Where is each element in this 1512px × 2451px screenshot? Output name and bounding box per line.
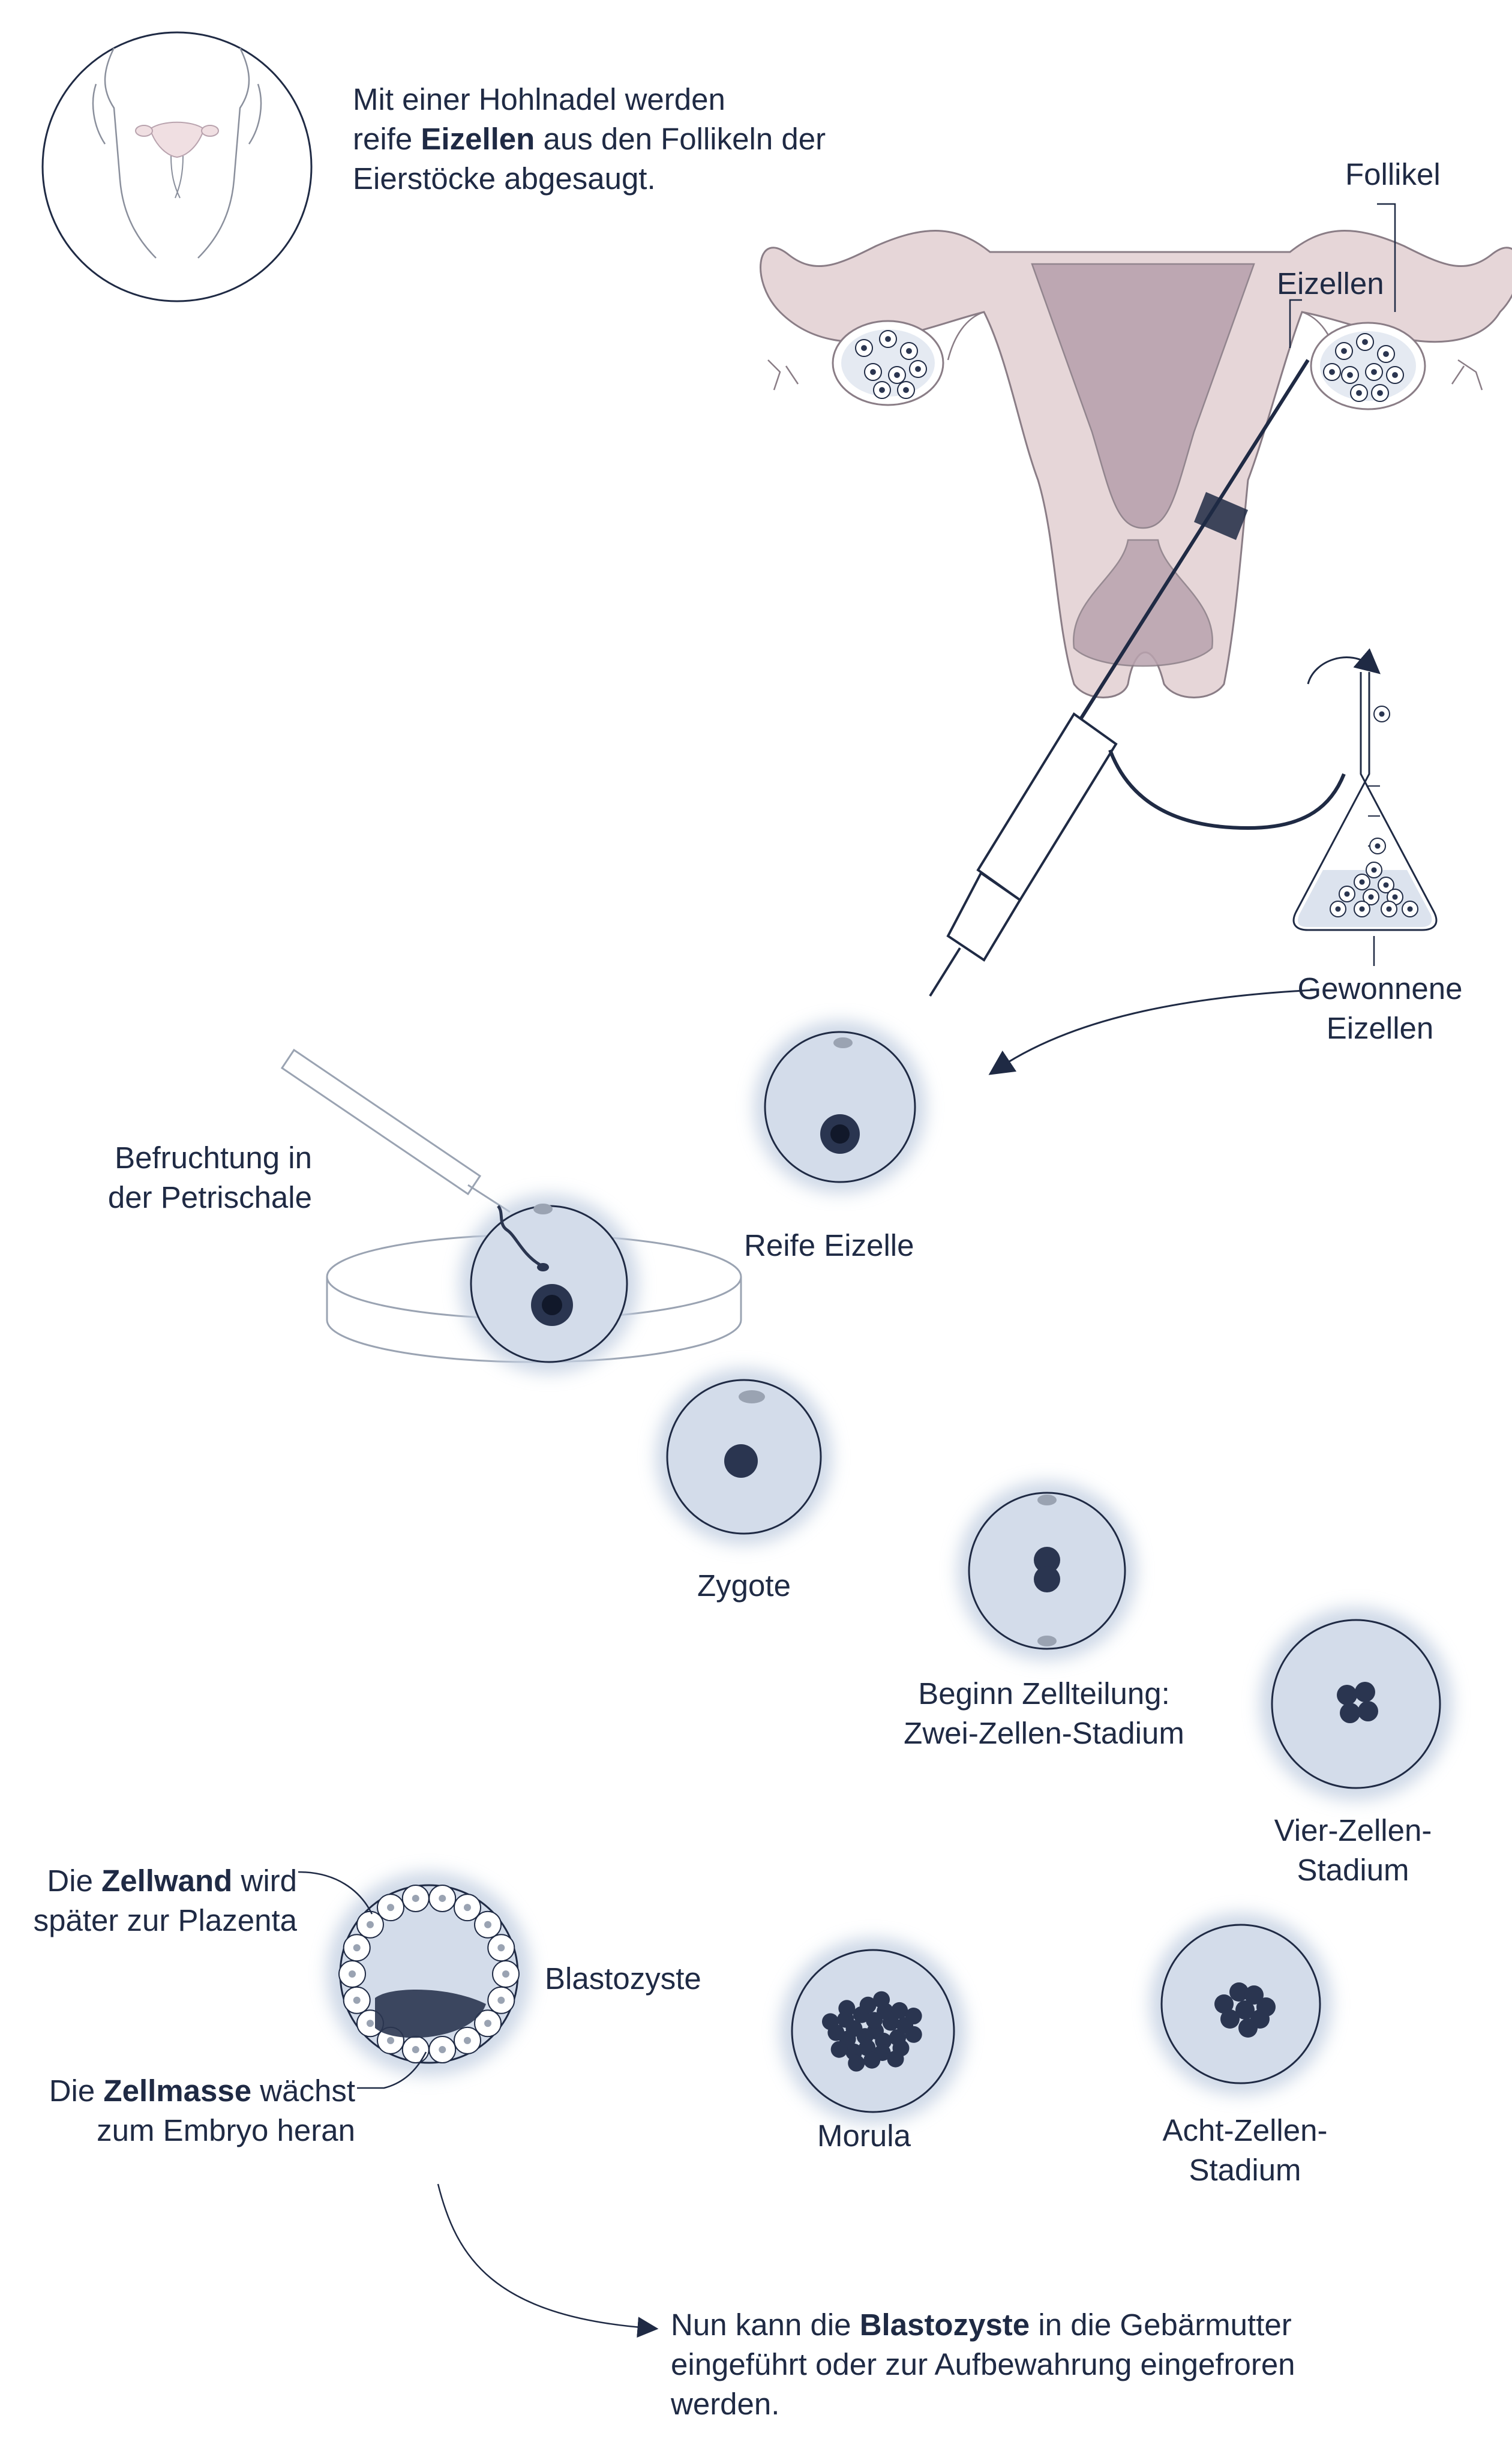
nucleus <box>1355 1682 1375 1702</box>
nucleus <box>1238 2018 1258 2038</box>
nucleus <box>724 1444 758 1478</box>
nucleus <box>1340 1703 1360 1723</box>
label-blastozyste: Blastozyste <box>545 1959 701 1999</box>
nucleus <box>887 2051 904 2068</box>
polar-body <box>1037 1636 1057 1646</box>
nucleus <box>905 2008 922 2024</box>
nucleus <box>1034 1566 1060 1592</box>
nucleus <box>831 2041 848 2058</box>
body-silhouette-icon <box>43 32 311 301</box>
nucleus <box>863 2052 880 2069</box>
label-zwei-zellen: Beginn Zellteilung: Zwei-Zellen-Stadium <box>864 1674 1224 1753</box>
label-eizellen: Eizellen <box>1277 264 1384 304</box>
label-follikel: Follikel <box>1345 155 1441 194</box>
pipette-icon <box>282 1050 510 1212</box>
nucleus <box>1358 1701 1378 1721</box>
label-reife-eizelle: Reife Eizelle <box>744 1226 914 1265</box>
polar-body <box>1037 1495 1057 1505</box>
cell-membrane <box>765 1032 915 1182</box>
cell-morula <box>780 1938 967 2125</box>
polar-body <box>533 1204 553 1214</box>
label-befruchtung: Befruchtung in der Petrischale <box>60 1138 312 1217</box>
label-gewonnene-eizellen: Gewonnene Eizellen <box>1272 969 1488 1048</box>
cell-befruchtung <box>460 1195 639 1374</box>
nucleus <box>838 2000 855 2017</box>
label-acht-zellen: Acht-Zellen- Stadium <box>1110 2111 1380 2190</box>
cell-zygote <box>656 1369 832 1545</box>
cell-membrane <box>1272 1620 1440 1788</box>
label-morula: Morula <box>768 2116 960 2156</box>
cell-stages <box>327 1021 1453 2124</box>
nucleus <box>905 2026 922 2043</box>
cell-membrane <box>471 1206 627 1362</box>
uterus-illustration <box>761 231 1512 698</box>
nucleus <box>822 2013 839 2030</box>
cell-blastozyste <box>327 1872 531 2076</box>
nucleus <box>1337 1685 1357 1705</box>
cell-zwei-zellen <box>958 1481 1137 1661</box>
polar-body <box>833 1037 853 1048</box>
label-vier-zellen: Vier-Zellen- Stadium <box>1218 1811 1488 1890</box>
nucleus <box>848 2055 865 2072</box>
cell-vier-zellen <box>1259 1607 1453 1801</box>
arrow-icon <box>999 990 1314 1068</box>
final-text: Nun kann die Blastozyste in die Gebärmut… <box>671 2305 1295 2424</box>
cell-acht-zellen <box>1150 1913 1332 2095</box>
label-zygote: Zygote <box>648 1566 840 1606</box>
cell-reife-eizelle <box>754 1021 926 1193</box>
nucleus <box>873 1991 890 2008</box>
